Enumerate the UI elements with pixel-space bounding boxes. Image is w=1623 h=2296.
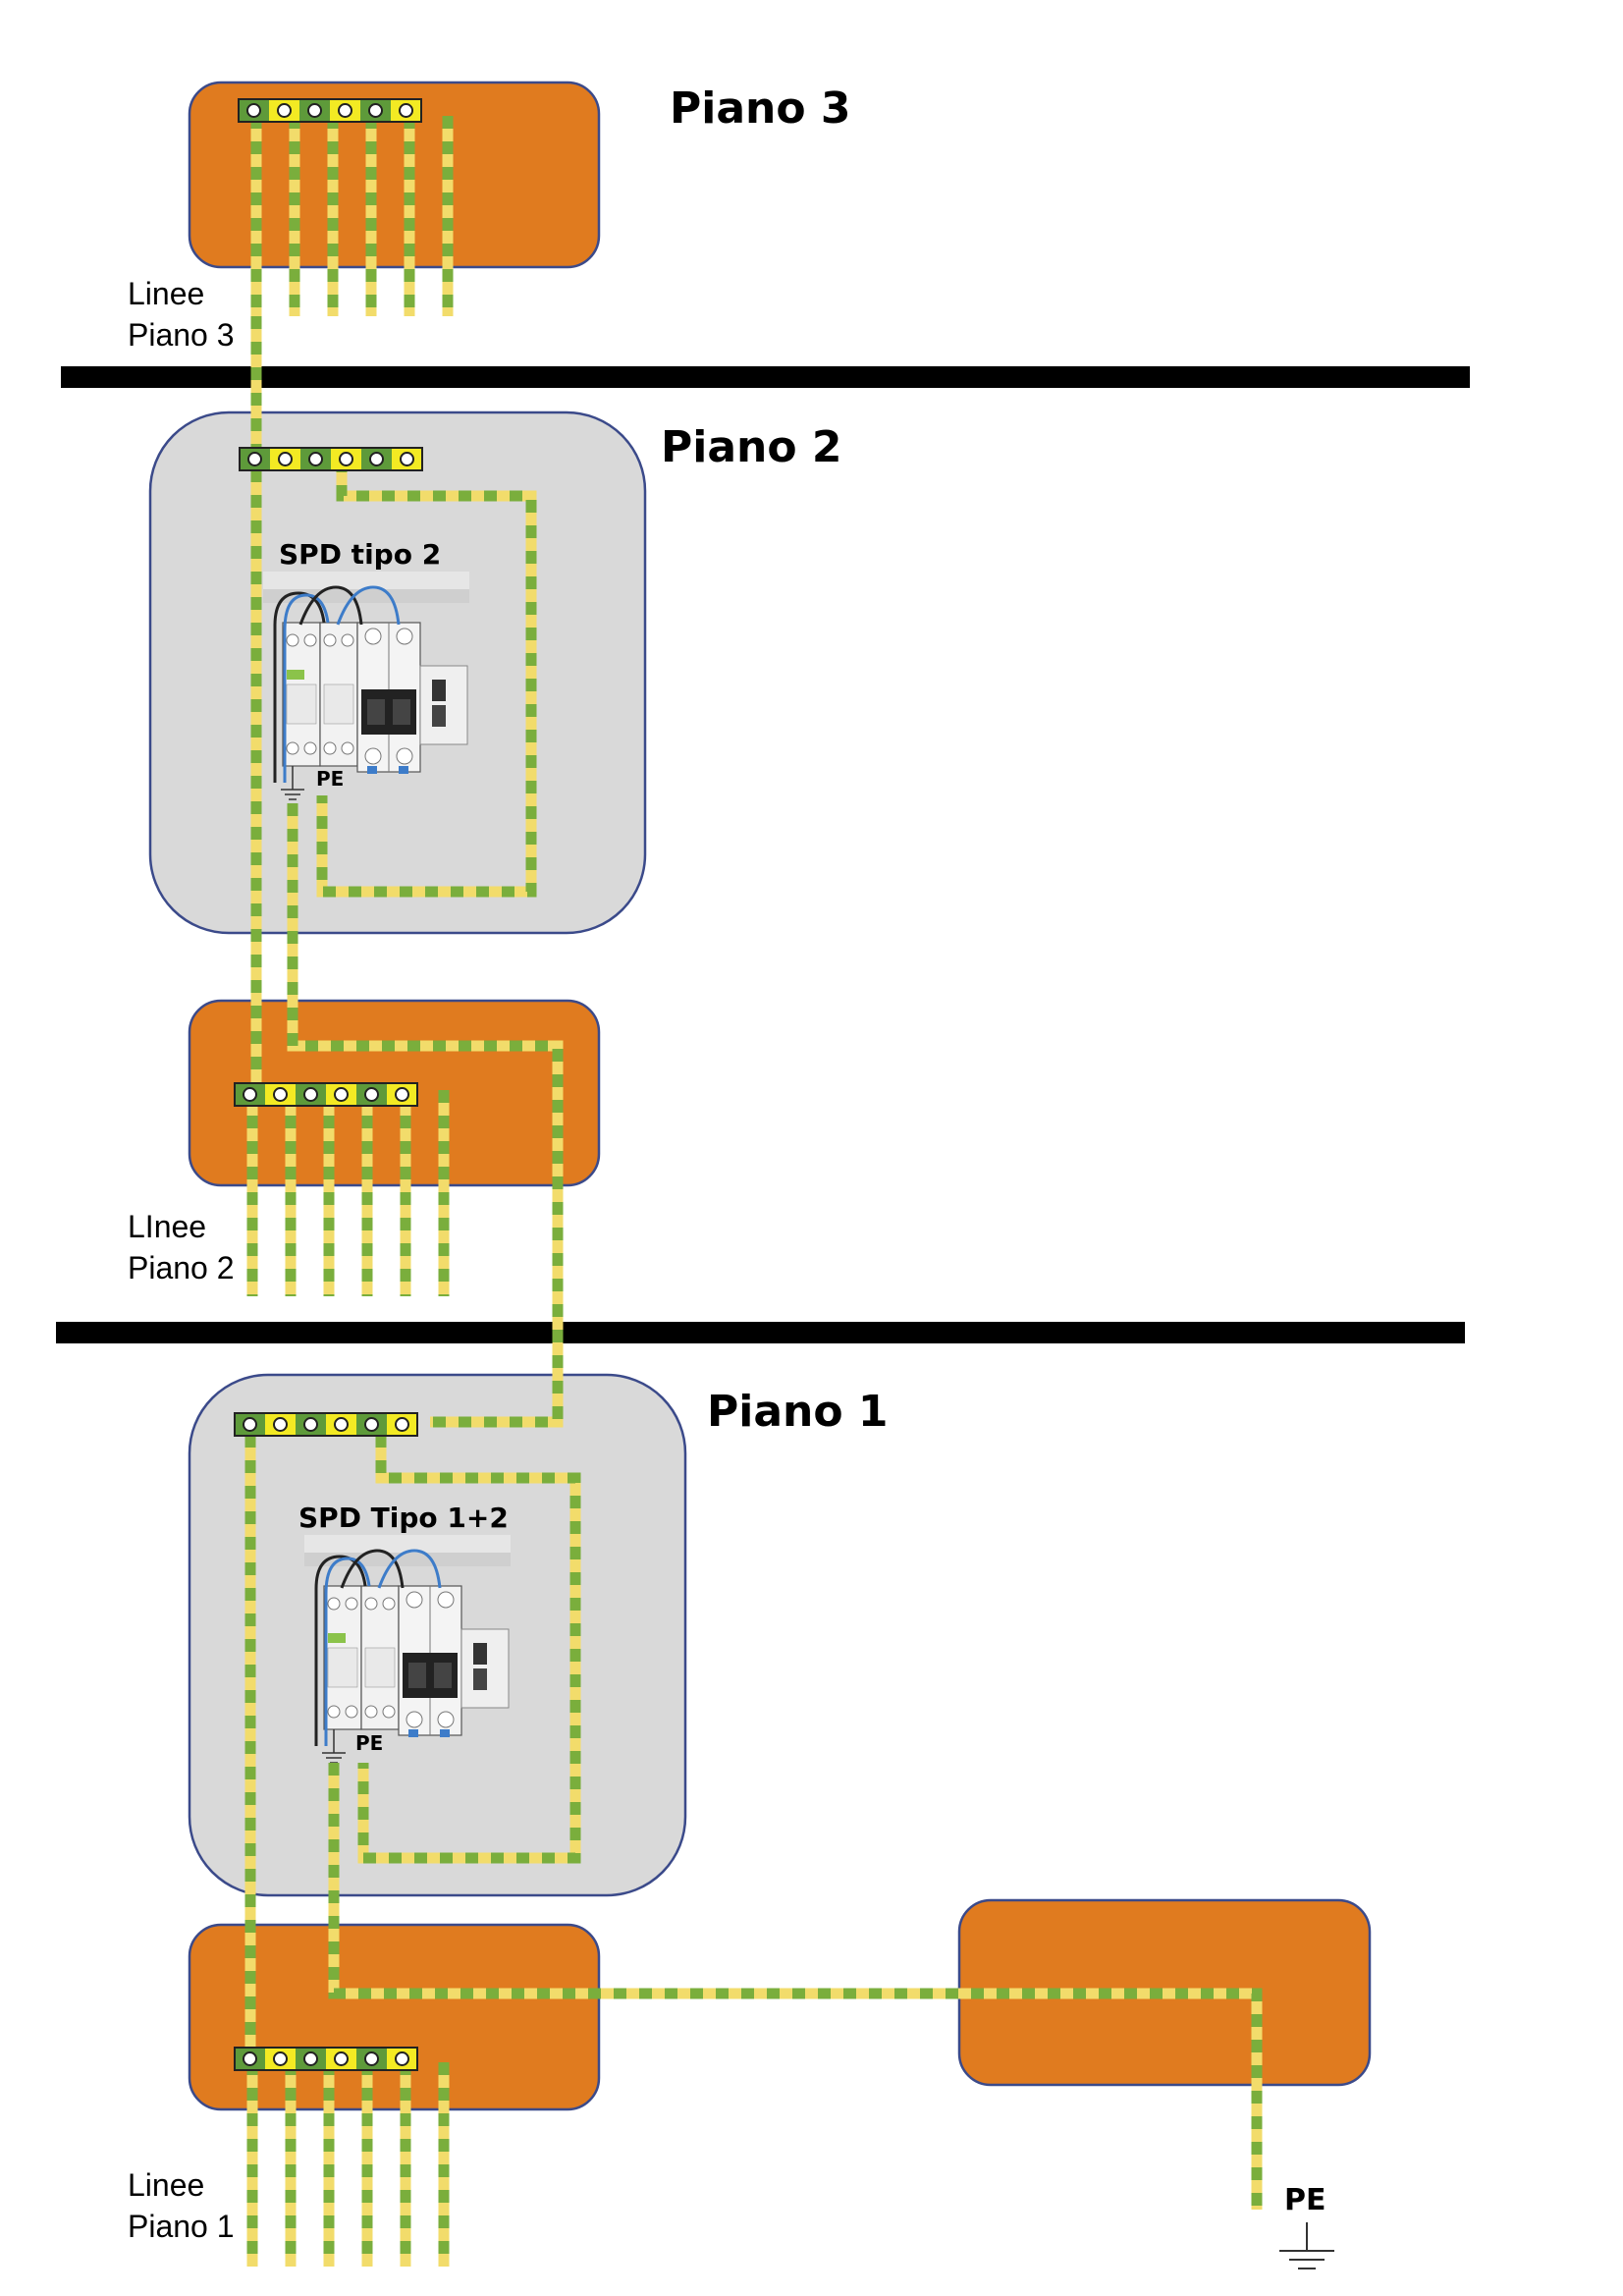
spd-label-piano1: SPD Tipo 1+2 <box>298 1502 509 1534</box>
floor-slab-3-2 <box>61 366 1470 388</box>
terminal-bar-panel-piano1 <box>234 1412 418 1437</box>
pe-loop-piano2 <box>316 460 537 898</box>
pe-loop-piano1 <box>357 1435 581 1864</box>
floor-title-piano2: Piano 2 <box>661 422 842 472</box>
floor-slab-2-1 <box>56 1322 1465 1343</box>
spd-pe-label-piano1: PE <box>355 1731 383 1755</box>
floor-title-piano3: Piano 3 <box>670 83 851 134</box>
spd-pe-label-piano2: PE <box>316 767 344 791</box>
spd-label-piano2: SPD tipo 2 <box>279 538 441 571</box>
terminal-bar-piano1 <box>234 2047 418 2071</box>
lines-label-piano3-line2: Piano 3 <box>128 317 235 353</box>
lines-label-piano2-line1: LInee <box>128 1209 206 1244</box>
lines-label-piano1-line2: Piano 1 <box>128 2209 235 2244</box>
lines-label-piano2-line2: Piano 2 <box>128 1250 235 1285</box>
pe-conductors <box>244 116 1263 2267</box>
pe-lines-piano2 <box>246 1090 450 1296</box>
terminal-bar-piano2 <box>234 1082 418 1107</box>
ground-symbol-icon <box>1279 2222 1334 2269</box>
floor-title-piano1: Piano 1 <box>707 1387 889 1437</box>
terminal-bar-piano3 <box>238 98 422 123</box>
terminal-bar-panel-piano2 <box>239 447 423 471</box>
pe-lines-piano3 <box>250 116 454 316</box>
pe-lines-piano1 <box>246 2062 450 2267</box>
lines-label-piano3-line1: Linee <box>128 276 204 311</box>
main-earth-label: PE <box>1284 2183 1325 2217</box>
pe-link-main-earth <box>328 1763 1263 2210</box>
pe-link-piano2-piano1 <box>287 803 564 1428</box>
lines-label-piano1-line1: Linee <box>128 2167 204 2203</box>
